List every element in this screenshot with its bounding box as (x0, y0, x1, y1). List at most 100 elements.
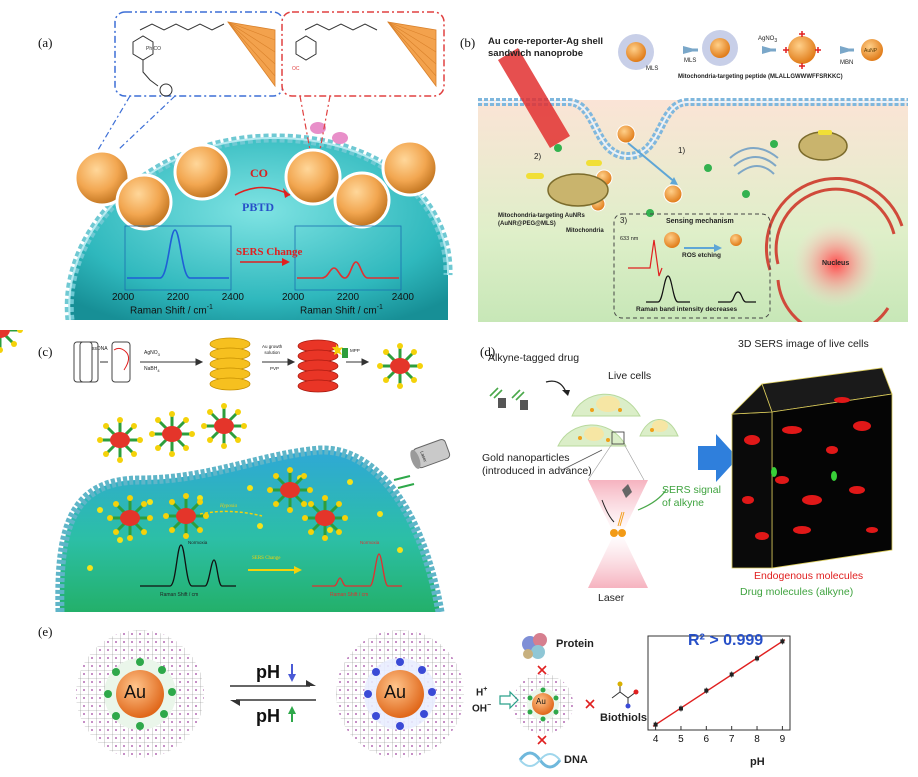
panel-e-au-left: Au (124, 682, 147, 702)
gold-np-line2: (introduced in advance) (482, 465, 592, 477)
panel-a-xlabel-left: Raman Shift / cm-1 (130, 304, 213, 316)
panel-a-pbtd: PBTD (242, 200, 275, 214)
panel-a: (a) (0, 0, 460, 321)
oh-text: OH (472, 703, 487, 715)
h-text: H (476, 687, 484, 699)
nabh4-text: NaBH (144, 366, 158, 372)
sers-line2: of alkyne (662, 497, 705, 509)
panel-b-mls-arrow: MLS (684, 58, 697, 64)
panel-b-aunr: Mitochondria-targeting AuNRs (AuNR@PEG@M… (498, 212, 585, 228)
panel-e-biothiols: Biothiols (600, 712, 648, 724)
panel-c: (c) (0, 307, 460, 613)
panel-c-hypoxia: Hypoxia (220, 504, 237, 509)
x-tick-label: 8 (754, 734, 760, 745)
panel-e-ph-top: pH (256, 662, 280, 682)
tick-label: 2400 (391, 292, 414, 303)
panel-a-sers-change: SERS Change (236, 246, 303, 258)
panel-d-endogenous: Endogenous molecules (754, 570, 864, 582)
panel-b-graphic (478, 30, 908, 337)
x-tick-label: 9 (780, 734, 786, 745)
panel-b-title-line1: Au core-reporter-Ag shell (488, 36, 604, 47)
data-point (704, 688, 709, 693)
panel-b-agno3: AgNO3 (758, 36, 777, 44)
panel-c-sers-change: SERS Change (252, 556, 281, 561)
panel-b-raman-dec: Raman band intensity decreases (636, 306, 738, 313)
panel-e-dna: DNA (564, 754, 588, 766)
gold-np-line1: Gold nanoparticles (482, 452, 570, 464)
panel-a-xlabel-right: Raman Shift / cm-1 (300, 304, 383, 316)
tick-label: 2400 (221, 292, 244, 303)
agno3-text: AgNO (758, 36, 775, 42)
panel-c-ssdna: ssDNA (92, 346, 108, 352)
xlabel-text: Raman Shift / cm (130, 305, 207, 317)
data-point (729, 672, 734, 677)
panel-d-live-cells: Live cells (608, 370, 652, 382)
panel-e-label: (e) (38, 624, 53, 639)
panel-b-633: 633 nm (620, 236, 639, 242)
panel-b-nucleus: Nucleus (822, 260, 850, 267)
panel-e-r2: R² > 0.999 (688, 632, 764, 649)
panel-d-graphic (489, 367, 893, 588)
svg-text:Ph CO: Ph CO (146, 46, 161, 52)
panel-a-label: (a) (38, 35, 53, 50)
panel-d-alkyne-drug: Alkyne-tagged drug (488, 352, 580, 364)
panel-b-aunp: AuNP (864, 48, 878, 54)
h-sup: + (483, 686, 488, 693)
xlabel-text: Raman Shift / cm (300, 305, 377, 317)
panel-c-pvp: PVP (270, 366, 280, 371)
tick-label: 2000 (282, 292, 305, 303)
oh-sup: − (487, 702, 492, 709)
au-growth-line1: Au growth (262, 344, 283, 349)
panel-b-sensing: Sensing mechanism (666, 218, 734, 225)
panel-d-sers: SERS signal of alkyne (662, 484, 721, 510)
panel-c-normoxia-right: Normoxia (360, 540, 380, 545)
panel-c-mpp: MPP (350, 348, 360, 353)
data-point (780, 639, 785, 644)
panel-c-label: (c) (38, 344, 53, 359)
data-point (653, 722, 658, 727)
agno3-sub: 3 (157, 352, 160, 357)
panel-e-au-small: Au (536, 697, 546, 706)
svg-text:OC: OC (292, 66, 300, 72)
panel-a-ticks-right: 2000 2200 2400 (282, 292, 414, 303)
panel-c-normoxia-left: Normoxia (188, 540, 208, 545)
nabh4-sub: 4 (157, 368, 160, 373)
panel-d: (d) (462, 330, 912, 612)
panel-b-aunr-line2: (AuNR@PEG@MLS) (498, 221, 556, 227)
panel-b-peptide: Mitochondria-targeting peptide (MLALLGWW… (678, 74, 843, 80)
agno3-sub: 3 (774, 38, 778, 45)
panel-e-ph-bottom: pH (256, 706, 280, 726)
tick-label: 2200 (166, 292, 190, 303)
x-tick-label: 5 (678, 734, 684, 745)
panel-b-step1: 1) (678, 146, 686, 155)
panel-a-graphic: Ph CO OC (64, 11, 453, 321)
panel-b-mls: MLS (646, 66, 659, 72)
panel-b-mbn: MBN (840, 60, 854, 66)
panel-e-xlabel: pH (750, 756, 765, 768)
panel-d-gold-np: Gold nanoparticles (introduced in advanc… (482, 452, 592, 478)
panel-c-nabh4: NaBH4 (144, 366, 160, 373)
x-tick-label: 6 (704, 734, 710, 745)
panel-d-drug-molecules: Drug molecules (alkyne) (740, 586, 854, 598)
panel-d-image-title: 3D SERS image of live cells (738, 338, 869, 350)
x-tick-label: 4 (653, 734, 659, 745)
panel-b-ros: ROS etching (682, 252, 722, 259)
panel-c-graphic (0, 307, 451, 613)
panel-b-title: Au core-reporter-Ag shell sandwich nanop… (488, 36, 603, 60)
panel-b-step3: 3) (620, 216, 628, 225)
panel-c-agno3: AgNO3 (144, 350, 160, 357)
au-growth-line2: solution (264, 349, 280, 355)
panel-c-xlabel-right: Raman Shift / cm (330, 592, 369, 598)
data-point (678, 706, 683, 711)
panel-e: (e) (0, 614, 918, 772)
panel-d-label: (d) (480, 344, 496, 359)
data-point (755, 656, 760, 661)
panel-b-label: (b) (460, 35, 476, 50)
panel-d-laser: Laser (598, 592, 625, 604)
panel-b-step2: 2) (534, 152, 542, 161)
tick-label: 2000 (112, 292, 135, 303)
sers-line1: SERS signal (662, 484, 721, 496)
